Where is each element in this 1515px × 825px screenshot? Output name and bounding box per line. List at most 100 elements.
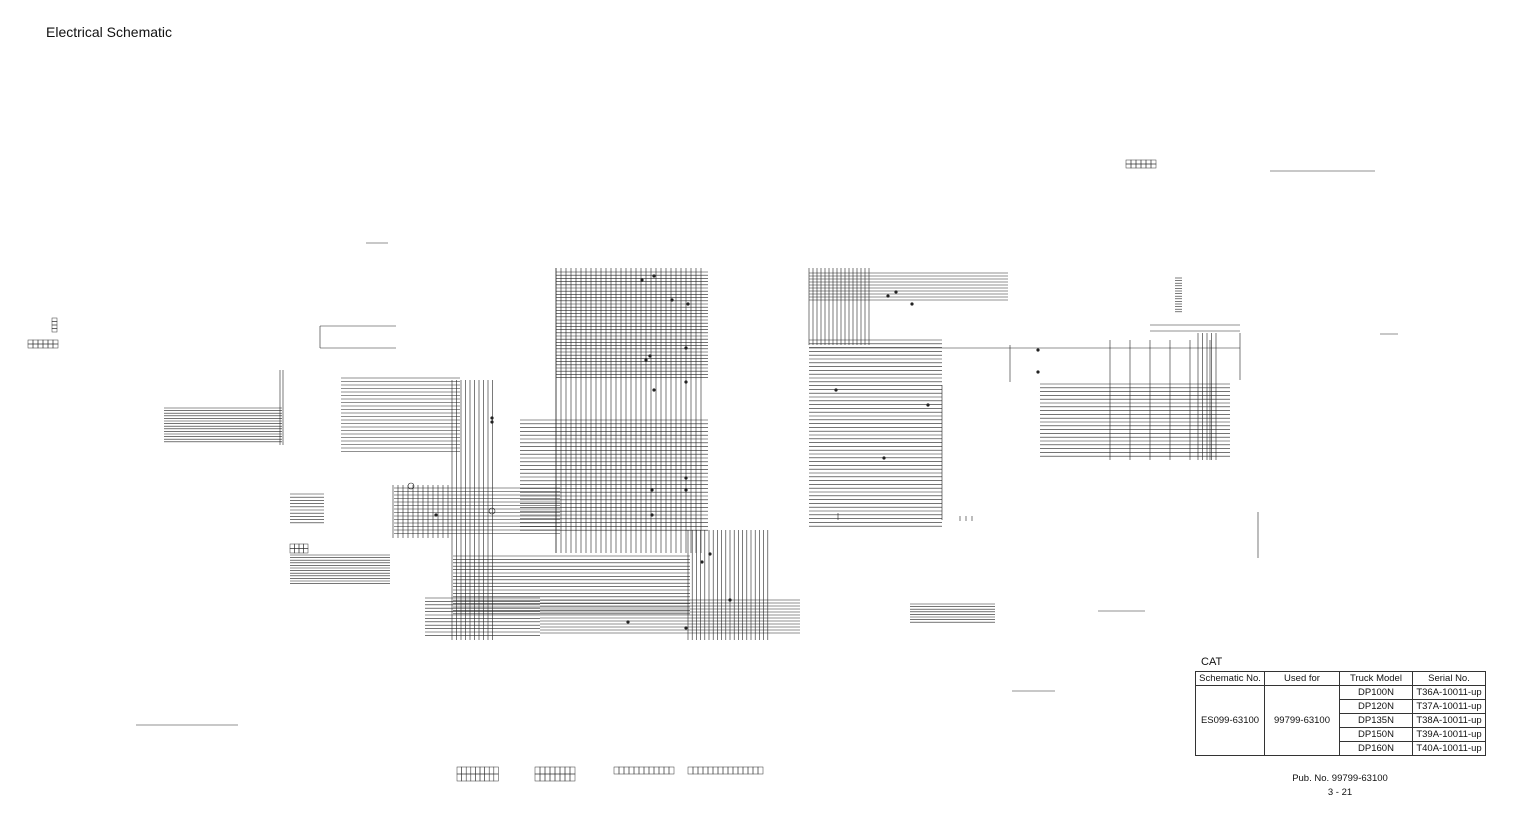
junction-dot: [894, 290, 898, 294]
connector-pin: [534, 773, 541, 782]
connector-pin: [47, 339, 54, 345]
table-row: ES099-63100 99799-63100 DP100N T36A-1001…: [1195, 685, 1486, 756]
connector-pin: [722, 766, 729, 775]
table-row: DP160N T40A-10011-up: [1196, 741, 1486, 756]
connector-pin: [475, 766, 481, 775]
connector-pin: [465, 766, 472, 775]
junction-dot: [834, 388, 838, 392]
connector-pin: [668, 766, 675, 775]
used-for-value: 99799-63100: [1264, 685, 1340, 756]
junction-dot: [648, 354, 652, 358]
connector-pin: [613, 766, 620, 775]
connector-pin: [648, 766, 655, 775]
junction-dot: [708, 552, 712, 556]
connector-pin: [569, 773, 576, 782]
connector-pin: [707, 766, 714, 775]
serial-no-cell: T39A-10011-up: [1412, 727, 1486, 742]
connector-pin: [1130, 163, 1137, 169]
connector-pin: [747, 766, 754, 775]
connector-pin: [539, 773, 546, 782]
connector-pin: [51, 328, 58, 333]
junction-dot: [684, 626, 688, 630]
connector-pin: [544, 766, 551, 775]
junction-dot: [882, 456, 886, 460]
connector-pin: [569, 766, 576, 775]
connector-pin: [303, 548, 309, 554]
page-number: 3 - 21: [1327, 787, 1353, 798]
connector-pin: [1150, 159, 1157, 165]
connector-pin: [52, 343, 59, 349]
header-serial-no: Serial No.: [1412, 671, 1486, 686]
table-row: DP120N T37A-10011-up: [1196, 699, 1486, 714]
connector-pin: [298, 548, 304, 554]
connector-pin: [51, 324, 58, 329]
page-title: Electrical Schematic: [46, 24, 173, 40]
connector-pin: [475, 773, 481, 782]
model-table: Schematic No. Used for Truck Model Seria…: [1195, 671, 1486, 756]
connector-pin: [303, 543, 309, 549]
junction-dot: [684, 476, 688, 480]
brand-label: CAT: [1201, 656, 1223, 668]
table-row: DP150N T39A-10011-up: [1196, 727, 1486, 742]
table-header-row: Schematic No. Used for Truck Model Seria…: [1195, 671, 1486, 686]
connector-pin: [461, 773, 467, 782]
connector-pin: [534, 766, 541, 775]
junction-dot: [652, 274, 656, 278]
connector-pin: [47, 343, 54, 349]
junction-dot: [684, 346, 688, 350]
connector-pin: [294, 548, 300, 554]
connector-pin: [717, 766, 724, 775]
connector-pin: [663, 766, 670, 775]
connector-pin: [488, 766, 495, 775]
connector-pin: [470, 766, 476, 775]
junction-dot: [650, 513, 654, 517]
connector-pin: [1150, 163, 1157, 169]
connector-pin: [692, 766, 699, 775]
junction-dot: [1036, 370, 1040, 374]
connector-pin: [1125, 163, 1132, 169]
connector-pin: [564, 773, 571, 782]
serial-no-cell: T38A-10011-up: [1412, 713, 1486, 728]
connector-pin: [554, 766, 561, 775]
junction-dot: [910, 302, 914, 306]
connector-pin: [51, 317, 58, 322]
connector-pin: [42, 343, 49, 349]
connector-pin: [1135, 163, 1142, 169]
connector-pin: [37, 339, 44, 345]
junction-dot: [886, 294, 890, 298]
junction-dot: [490, 420, 494, 424]
connector-pin: [479, 766, 485, 775]
connector-pin: [42, 339, 49, 345]
header-schematic-no: Schematic No.: [1195, 671, 1265, 686]
connector-pin: [643, 766, 650, 775]
connector-pin: [32, 339, 39, 345]
title-block: CAT Schematic No. Used for Truck Model S…: [1195, 656, 1486, 756]
junction-dot: [926, 403, 930, 407]
connector-pin: [653, 766, 660, 775]
pub-number: Pub. No. 99799-63100: [1292, 773, 1388, 784]
connector-pin: [465, 773, 472, 782]
connector-pin: [559, 773, 566, 782]
connector-pin: [493, 773, 499, 782]
serial-no-cell: T37A-10011-up: [1412, 699, 1486, 714]
connector-pin: [51, 321, 58, 326]
connector-pin: [298, 543, 304, 549]
connector-pin: [1145, 159, 1152, 165]
junction-dot: [700, 560, 704, 564]
connector-pin: [623, 766, 630, 775]
junction-dot: [644, 358, 648, 362]
connector-pin: [1130, 159, 1137, 165]
truck-model-cell: DP100N: [1339, 685, 1413, 700]
connector-pin: [1125, 159, 1132, 165]
connector-pin: [461, 766, 467, 775]
connector-pin: [1135, 159, 1142, 165]
connector-pin: [638, 766, 645, 775]
connector-pin: [1140, 159, 1147, 165]
connector-pin: [757, 766, 764, 775]
connector-pin: [742, 766, 749, 775]
junction-dot: [490, 416, 494, 420]
connector-pin: [544, 773, 551, 782]
junction-dot: [1036, 348, 1040, 352]
connector-pin: [554, 773, 561, 782]
truck-model-cell: DP150N: [1339, 727, 1413, 742]
